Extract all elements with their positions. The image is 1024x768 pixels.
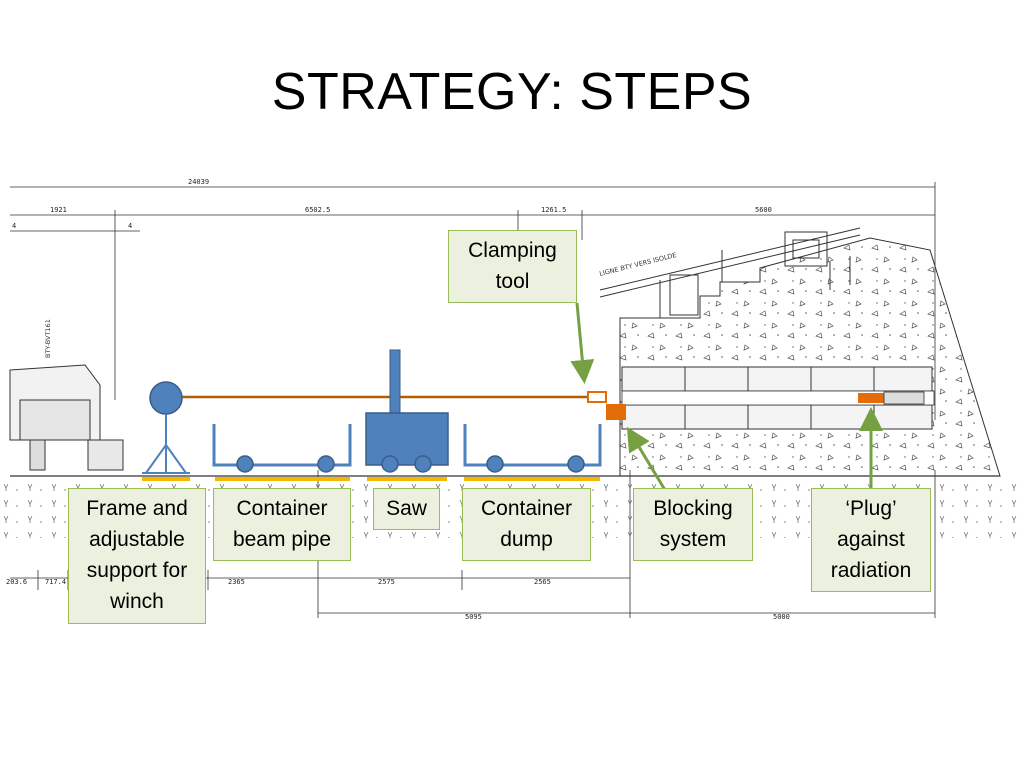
- beam-channel: [621, 390, 935, 406]
- left-machine: [9, 364, 124, 471]
- saw: [365, 349, 449, 473]
- callout-arrows: [570, 302, 883, 491]
- wheel: [486, 455, 504, 473]
- dim-d6: 4: [128, 222, 132, 230]
- vertical-label: BTY-BVT161: [44, 319, 52, 358]
- concrete-shielding: [619, 237, 1001, 477]
- container-beam-pipe: [212, 424, 352, 467]
- wheel: [567, 455, 585, 473]
- dim-d5: 4: [12, 222, 16, 230]
- dim-d2: 6502.5: [305, 206, 330, 214]
- beamline-equipment: [599, 227, 861, 318]
- dim-b1: 203.6: [6, 578, 27, 586]
- dim-b7: 5000: [773, 613, 790, 621]
- dim-d1: 1921: [50, 206, 67, 214]
- dim-b5: 2565: [534, 578, 551, 586]
- radiation-plug: [858, 393, 884, 403]
- clamping-tool: [587, 391, 607, 403]
- blocking-system: [606, 404, 626, 420]
- beam-dump-core: [883, 391, 925, 405]
- dim-b2: 717.4: [45, 578, 66, 586]
- dim-overall: 24039: [188, 178, 209, 186]
- callout-blocking-system: Blocking system: [633, 488, 753, 561]
- wheel: [317, 455, 335, 473]
- dim-d3: 1261.5: [541, 206, 566, 214]
- callout-frame-support: Frame and adjustable support for winch: [68, 488, 206, 624]
- winch-support-frame: [142, 381, 190, 474]
- dim-b6: 5095: [465, 613, 482, 621]
- slide-title: STRATEGY: STEPS: [271, 63, 753, 121]
- dim-b4: 2575: [378, 578, 395, 586]
- dim-d4: 5600: [755, 206, 772, 214]
- callout-plug: ‘Plug’ against radiation: [811, 488, 931, 592]
- callout-container-beam-pipe: Container beam pipe: [213, 488, 351, 561]
- callout-clamping-tool: Clamping tool: [448, 230, 577, 303]
- wheel: [236, 455, 254, 473]
- container-dump: [463, 424, 602, 467]
- dim-b3: 2365: [228, 578, 245, 586]
- callout-container-dump: Container dump: [462, 488, 591, 561]
- callout-saw: Saw: [373, 488, 440, 530]
